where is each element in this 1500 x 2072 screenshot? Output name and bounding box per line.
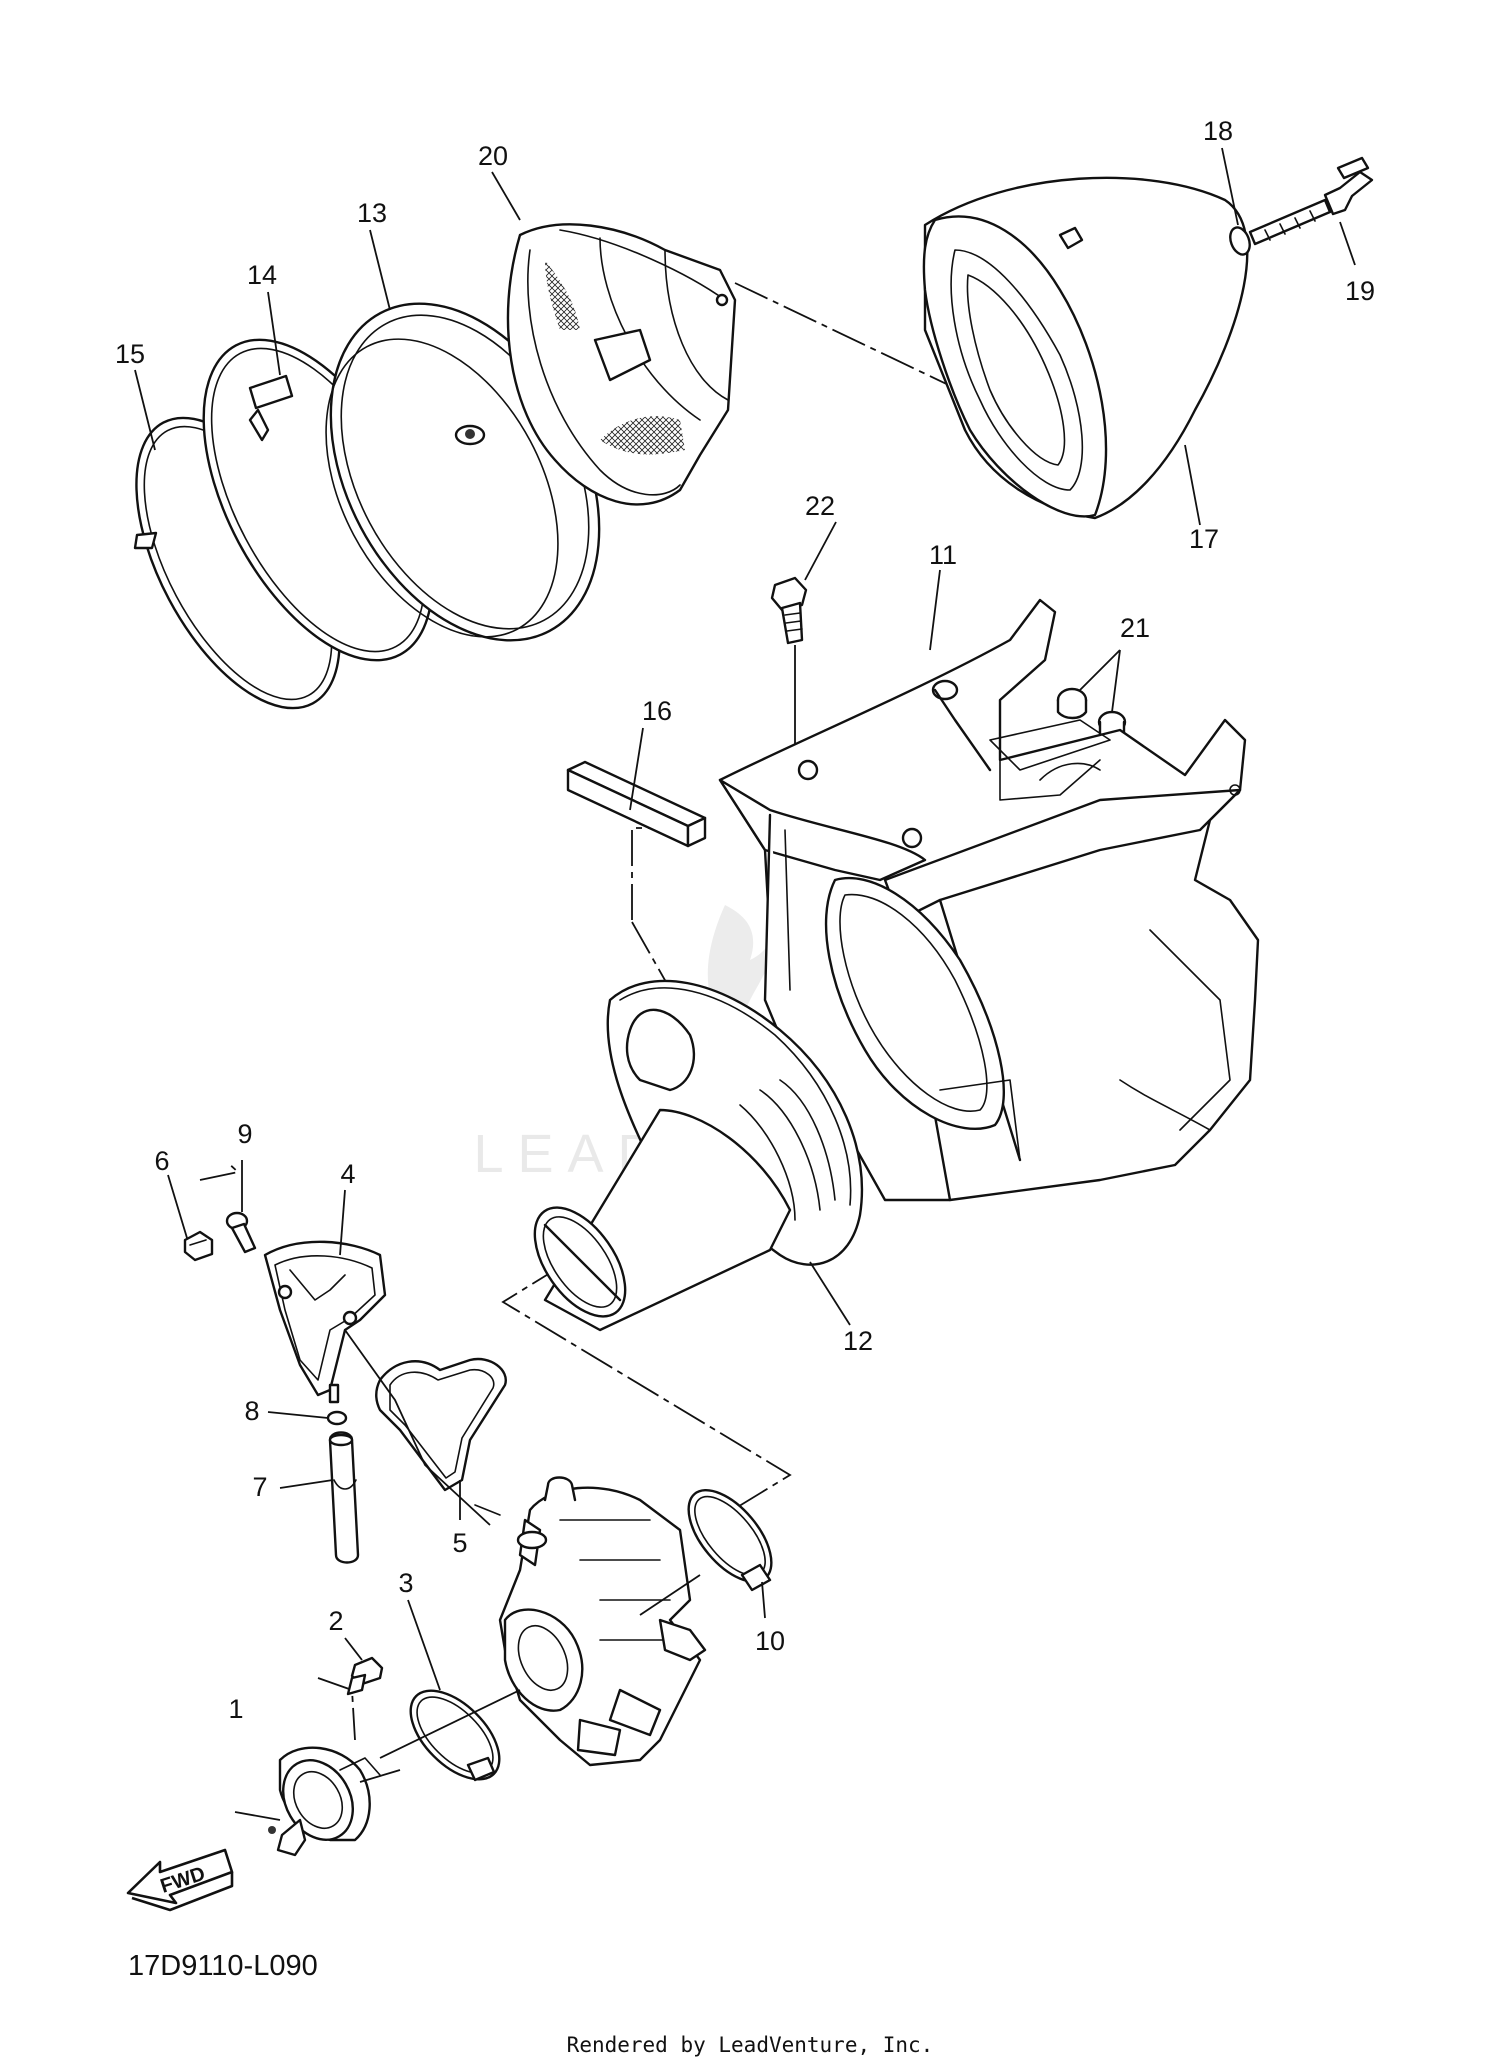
leader-7 [279, 1479, 334, 1489]
leader-10 [761, 1581, 766, 1619]
part-14-clamp [202, 338, 434, 662]
leader-21 [1079, 649, 1121, 713]
leader-12 [809, 1261, 851, 1326]
callout-5: 5 [452, 1528, 467, 1558]
leader-1 [234, 1811, 281, 1821]
leader-19 [1339, 221, 1356, 266]
connector-lines [344, 1329, 701, 1783]
callouts: 1 2 3 4 5 6 7 8 9 10 11 12 13 14 15 16 1… [115, 116, 1375, 1724]
callout-13: 13 [357, 198, 387, 228]
fwd-label: FWD [158, 1863, 208, 1898]
leader-11 [929, 569, 941, 651]
callout-19: 19 [1345, 276, 1375, 306]
part-22-bolt [770, 576, 808, 755]
part-19-bolt [1248, 156, 1374, 246]
leader-15 [134, 369, 156, 451]
part-8-washer [326, 1410, 348, 1426]
callout-12: 12 [843, 1326, 873, 1356]
leader-14 [267, 291, 281, 376]
drawing-code: 17D9110-L090 [128, 1950, 318, 1982]
carburetor [474, 1476, 707, 1767]
callout-11: 11 [929, 540, 957, 570]
footer-credit: Rendered by LeadVenture, Inc. [567, 2033, 934, 2057]
callout-4: 4 [340, 1159, 355, 1189]
part-12-joint [533, 979, 864, 1332]
part-17-cover [922, 176, 1249, 520]
callout-1: 1 [228, 1694, 243, 1724]
leader-8 [267, 1411, 329, 1419]
part-11-airbox [718, 598, 1260, 1202]
callout-21: 21 [1120, 613, 1150, 643]
callout-22: 22 [805, 491, 835, 521]
part-20-guide [506, 223, 737, 506]
leader-4 [339, 1189, 346, 1256]
callout-20: 20 [478, 141, 508, 171]
leader-13 [369, 229, 391, 311]
leader-22 [804, 521, 837, 581]
part-10-clamp [687, 1488, 773, 1592]
assembly-line-12 [501, 1264, 792, 1531]
callout-7: 7 [252, 1472, 267, 1502]
callout-9: 9 [237, 1119, 252, 1149]
callout-18: 18 [1203, 116, 1233, 146]
leader-20 [491, 171, 521, 221]
part-5-gasket [375, 1357, 507, 1492]
part-16-strip [566, 760, 707, 848]
part-3-clamp [409, 1689, 501, 1782]
callout-17: 17 [1189, 524, 1219, 554]
callout-15: 15 [115, 339, 145, 369]
callout-2: 2 [328, 1606, 343, 1636]
callout-6: 6 [154, 1146, 169, 1176]
assembly-line-17-20 [734, 282, 981, 401]
part-7-hose [328, 1431, 360, 1564]
leader-18 [1221, 147, 1239, 226]
leader-6 [167, 1174, 188, 1239]
part-6-screw [183, 1230, 214, 1262]
part-18-washer [1229, 226, 1251, 256]
assembly-line-6 [199, 1161, 240, 1181]
part-4-cover [263, 1240, 387, 1404]
leader-16 [629, 727, 644, 811]
assembly-line-2 [317, 1677, 356, 1741]
part-1-holder [268, 1746, 381, 1857]
leader-2 [344, 1637, 363, 1661]
part-2-bolt [346, 1656, 384, 1696]
part-9-bolt [225, 1211, 257, 1254]
callout-10: 10 [755, 1626, 785, 1656]
leader-3 [407, 1599, 441, 1691]
fwd-arrow-icon: FWD [126, 1848, 234, 1912]
hose-line [344, 1329, 491, 1526]
callout-leaders [134, 147, 1356, 1821]
callout-8: 8 [244, 1396, 259, 1426]
carb-to-clamp-line [639, 1574, 701, 1616]
callout-3: 3 [398, 1568, 413, 1598]
callout-14: 14 [247, 260, 277, 290]
holder-to-carb-line [379, 1689, 521, 1759]
holder-to-clamp-line [359, 1769, 401, 1783]
callout-16: 16 [642, 696, 672, 726]
leader-17 [1184, 444, 1201, 526]
